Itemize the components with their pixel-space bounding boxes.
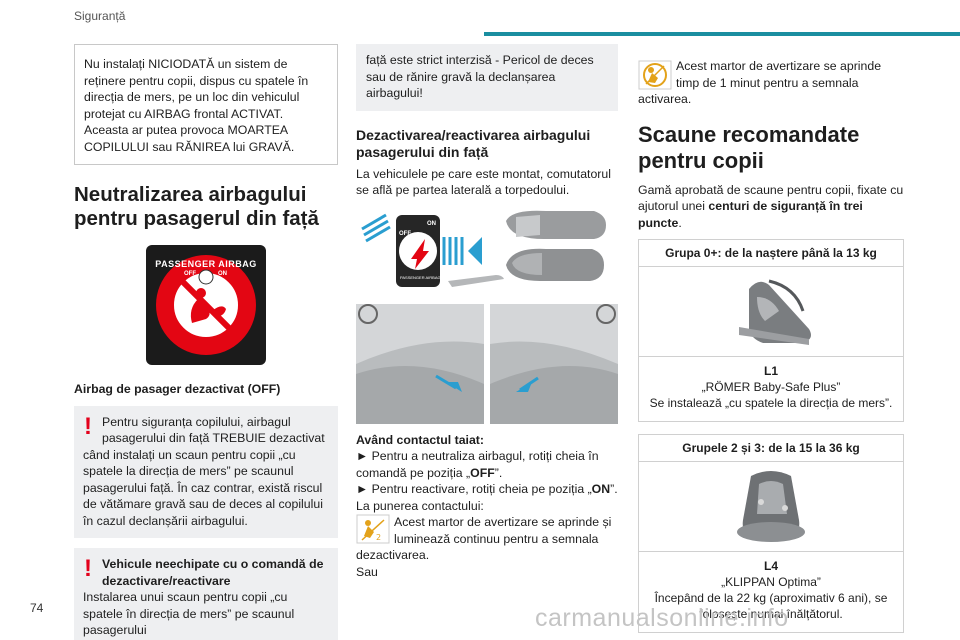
lamp1-line2: luminează continuu pentru a semnala [394,531,599,546]
airbag-label-off: OFF [184,271,196,277]
dashboard-location-illustration [356,303,618,424]
group0-code: L1 [763,364,778,378]
watermark: carmanualsonline.info [535,604,789,632]
continued-warning-box: față este strict interzisă - Pericol de … [356,44,618,111]
airbag-caption: Airbag de pasager dezactivat (OFF) [74,382,281,396]
exclamation-icon: ! [84,555,92,582]
lamp2-line1: Acest martor de avertizare se aprinde [676,59,882,73]
group23-header: Grupele 2 și 3: de la 15 la 36 kg [639,435,903,462]
step2-text: ► Pentru reactivare, rotiți cheia pe poz… [356,482,592,496]
lamp2-line2: timp de 1 minut pentru a semnala [676,75,859,90]
step-reactivate: ► Pentru reactivare, rotiți cheia pe poz… [356,481,618,498]
group23-name: „KLIPPAN Optima” [721,575,821,589]
switch-and-key-illustration: OFF ON PASSENGER AIRBAG [356,207,618,304]
warn2-rest: Instalarea unui scaun pentru copii „cu s… [83,590,295,637]
intro-text: Gamă aprobată de scaune pentru copii, fi… [638,182,904,214]
warn1-rest: când instalați un scaun pentru copii „cu… [83,447,323,528]
airbag-label-on: ON [218,271,227,277]
group23-image [639,462,903,552]
column-3: Acest martor de avertizare se aprinde ti… [638,44,904,633]
continued-warning-text: față este strict interzisă - Pericol de … [366,53,594,100]
intro-belt-bold: centuri de siguranță în trei puncte [638,199,863,230]
step1-off: OFF [470,465,495,480]
approved-range-text: Gamă aprobată de scaune pentru copii, fi… [638,182,904,232]
lamp2-rest: activarea. [638,92,692,106]
switch-ring-label: PASSENGER AIRBAG [400,274,441,280]
lamp1-rest: dezactivarea. [356,548,430,562]
page-number: 74 [30,601,44,615]
warning-box-child-safety: ! Pentru siguranța copilului, airbagul p… [74,405,338,538]
section-title-recommended-seats: Scaune recomandate pentru copii [638,121,860,173]
group0-header: Grupa 0+: de la naștere până la 13 kg [639,240,903,267]
airbag-off-icon [156,255,256,355]
step2-end: ”. [610,482,618,496]
step2-on: ON [591,482,611,496]
lamp-deactivated-block: 2 Acest martor de avertizare se aprinde … [356,514,618,564]
group23-note: Începând de la 22 kg (aproximativ 6 ani)… [654,591,888,621]
running-header: Siguranță [74,9,126,23]
lamp-activated-block: Acest martor de avertizare se aprinde ti… [638,58,904,108]
airbag-label-ring-text: PASSENGER AIRBAG [155,259,257,269]
step1-end: ”. [494,465,503,480]
baby-seat-icon [739,279,811,345]
or-text: Sau [356,564,378,579]
booster-seat-icon [737,471,805,542]
warn1-line1: Pentru siguranța copilului, airbagul [102,414,291,429]
group23-code: L4 [763,559,778,573]
section-title-neutralization: Neutralizarea airbagului pentru pasageru… [74,183,319,230]
lamp1-line1: Acest martor de avertizare se aprinde și [394,515,612,529]
section-title-deactivation: Dezactivarea/reactivarea airbagului pasa… [356,126,591,160]
warn2-line1: Vehicule neechipate cu o comandă de [102,557,324,571]
airbag-on-lamp-icon [638,60,672,95]
column-2: față este strict interzisă - Pericol de … [356,44,618,580]
step-neutralize: ► Pentru a neutraliza airbagul, rotiți c… [356,448,618,481]
ignition-on-text: La punerea contactului: [356,498,484,513]
column-1: Nu instalați NICIODATĂ un sistem de reți… [74,44,338,640]
switch-off-label: OFF [399,230,411,237]
contact-off-title: Având contactul taiat: [356,432,484,447]
svg-text:2: 2 [376,533,381,542]
warn1-line2: pasagerului din față TREBUIE dezactivat [102,431,325,445]
airbag-off-lamp-icon: 2 [356,514,390,549]
group0-image [639,267,903,357]
header-accent-bar [484,32,960,36]
step1-text: ► Pentru a neutraliza airbagul, rotiți c… [356,449,599,480]
switch-location-text: La vehiculele pe care este montat, comut… [356,166,611,198]
group0-details: L1 „RÖMER Baby-Safe Plus” Se instalează … [639,357,903,421]
intro-end: . [678,215,682,230]
seat-table-group23: Grupele 2 și 3: de la 15 la 36 kg L4 „KL… [638,434,904,633]
warning-box-never-install: Nu instalați NICIODATĂ un sistem de reți… [74,44,338,165]
warning-box-no-switch: ! Vehicule neechipate cu o comandă de de… [74,548,338,640]
airbag-off-label-image: PASSENGER AIRBAG OFF ON [146,245,266,365]
group23-details: L4 „KLIPPAN Optima” Începând de la 22 kg… [639,552,903,632]
warn2-line2: dezactivare/reactivare [102,573,231,588]
group0-note: Se instalează „cu spatele la direcția de… [649,396,893,410]
exclamation-icon: ! [84,412,92,440]
seat-table-group0: Grupa 0+: de la naștere până la 13 kg L1… [638,239,904,422]
never-install-text: Nu instalați NICIODATĂ un sistem de reți… [84,57,309,154]
group0-name: „RÖMER Baby-Safe Plus” [701,380,841,394]
switch-on-label: ON [427,220,436,227]
